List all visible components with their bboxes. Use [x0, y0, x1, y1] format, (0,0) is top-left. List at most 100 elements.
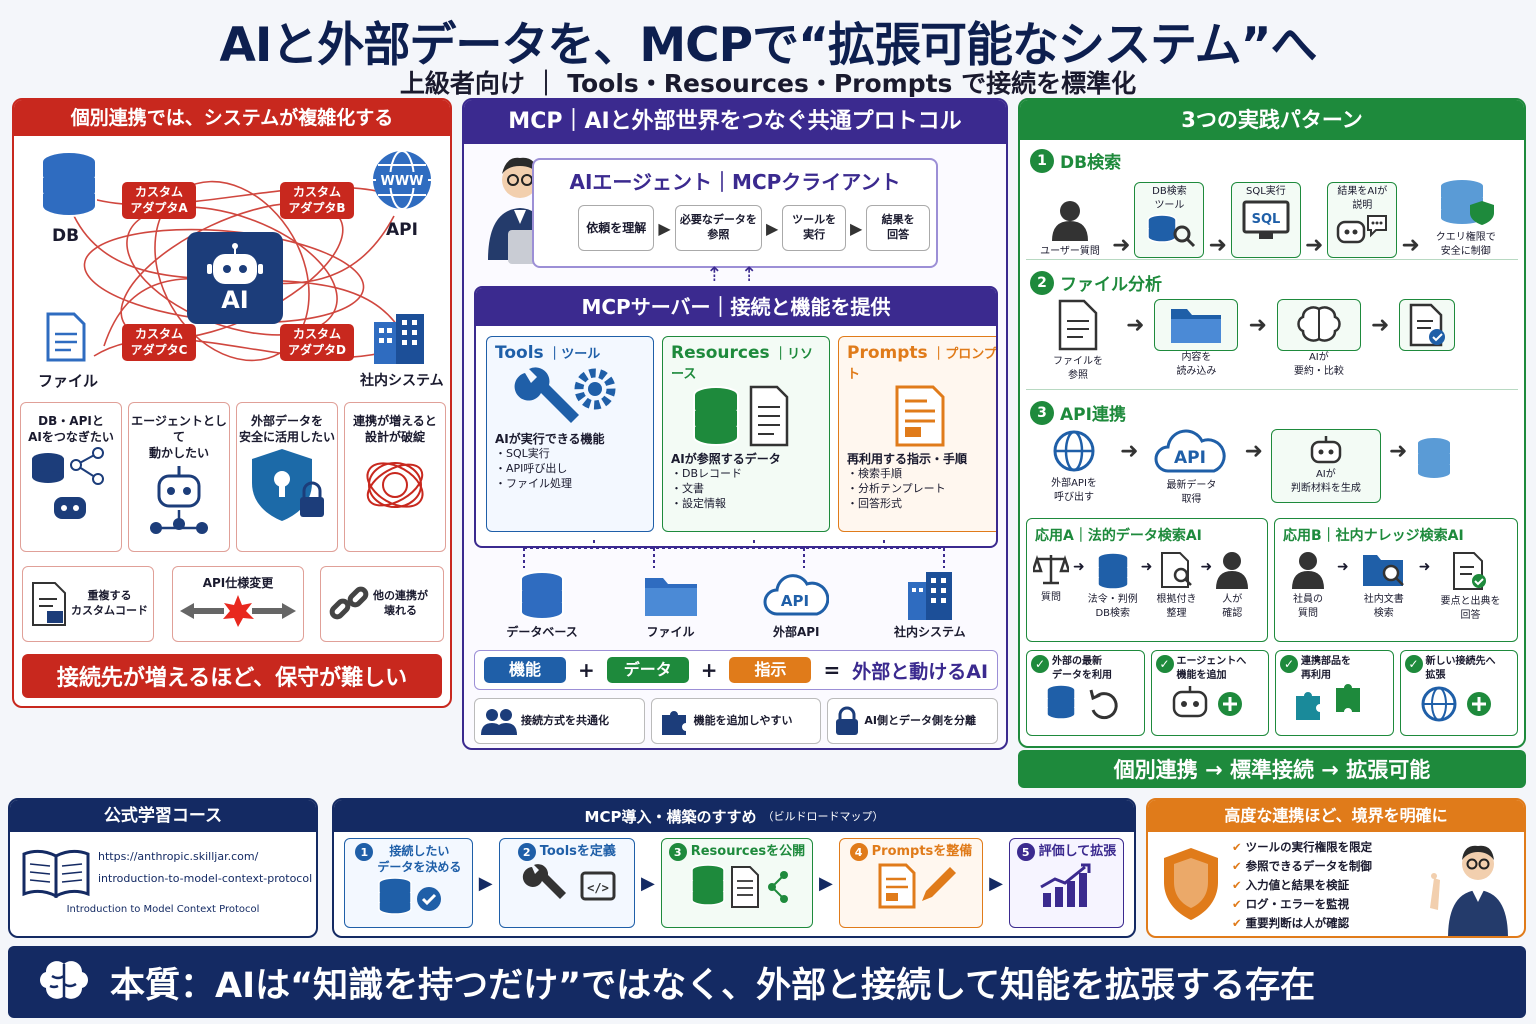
- arrow-right-icon: ▶: [765, 218, 779, 238]
- equation-row: 機能 + データ + 指示 = 外部と動けるAI: [474, 650, 998, 690]
- corp-label: 社内システム: [360, 373, 444, 389]
- course-header: 公式学習コース: [10, 800, 316, 832]
- adapter-a: カスタム アダプタA: [122, 182, 196, 220]
- user-icon: [1292, 552, 1324, 589]
- arrow-right-icon: ➜: [1418, 559, 1431, 575]
- tools-item-2: ・ファイル処理: [495, 476, 572, 490]
- need-connect-text: DB・APIと AIをつなぎたい: [28, 414, 114, 445]
- arrow-right-icon: ➜: [1248, 313, 1267, 338]
- prompt-document-icon: [895, 385, 945, 447]
- growth-chart-icon: [1040, 863, 1091, 907]
- arrow-right-icon: ▶: [478, 872, 493, 894]
- prompts-title: Prompts: [847, 343, 928, 363]
- roadmap-step-4-label: Promptsを整備: [871, 844, 973, 859]
- p3-api-text: API: [1174, 448, 1206, 468]
- svg-text:API: API: [781, 592, 809, 610]
- brain-icon: [1297, 306, 1341, 342]
- code-file-icon: [32, 582, 66, 626]
- appA-step-question: 質問: [1031, 551, 1071, 605]
- p2-step-read: 内容を 読み込み: [1154, 299, 1239, 378]
- tools-item-0: ・SQL実行: [495, 447, 550, 461]
- problem-api-text: API仕様変更: [202, 576, 274, 590]
- ai-robot-block: AI: [187, 232, 283, 324]
- mcp-server-title: MCPサーバー｜接続と機能を提供: [476, 288, 996, 326]
- eq-equals: =: [823, 658, 841, 682]
- benefit-common: 接続方式を共通化: [474, 698, 645, 744]
- p2-step-summarize-label: AIが 要約・比較: [1293, 352, 1344, 377]
- db-doc-share-icon: [691, 864, 788, 908]
- roadmap-header: MCP導入・構築のすすめ（ビルドロードマップ）: [334, 800, 1134, 832]
- resources-heading: Resources ｜リソース: [671, 343, 814, 382]
- appB-step-search-label: 社内文書 検索: [1363, 594, 1404, 619]
- check-add-function: ✓エージェントへ 機能を追加: [1150, 650, 1269, 736]
- robot-chat-icon: [1337, 215, 1388, 244]
- eq-function: 機能: [483, 656, 566, 684]
- svg-text:</>: </>: [587, 881, 609, 895]
- security-item-2: ✔ 入力値と結果を検証: [1232, 876, 1432, 895]
- p1-step-explain: 結果をAIが 説明: [1327, 182, 1398, 258]
- tools-title: Tools: [495, 343, 544, 363]
- problem-dup-code: 重複する カスタムコード: [22, 566, 154, 642]
- p1-step-sql-label: SQL実行: [1245, 186, 1286, 197]
- arrow-right-icon: ▶: [641, 872, 655, 894]
- user-icon: [1052, 200, 1088, 241]
- security-item-0: ✔ ツールの実行権限を限定: [1232, 838, 1432, 857]
- tools-heading: Tools ｜ツール: [495, 343, 601, 363]
- eq-plus-2: +: [700, 658, 718, 682]
- appA-step-organize: 根拠付き 整理: [1154, 551, 1198, 620]
- check-latest-text: 外部の最新 データを利用: [1052, 656, 1112, 681]
- puzzle-icon: [661, 711, 686, 735]
- benefits-row: 接続方式を共通化 機能を追加しやすい AI側とデータ側を分離: [474, 698, 999, 744]
- eq-result: 外部と動けるAI: [852, 660, 989, 683]
- benefit-add-text: 機能を追加しやすい: [693, 713, 793, 727]
- db-lock-icon: [1438, 178, 1494, 226]
- app-b-card: 応用B｜社内ナレッジ検索AI 社員の 質問 ➜ 社内文書 検索 ➜ 要点と出典を…: [1274, 518, 1518, 642]
- arrow-right-icon: ➜: [1120, 439, 1139, 464]
- api-label: API: [386, 220, 418, 240]
- sql-monitor-icon: SQL: [1242, 200, 1290, 239]
- pattern-db-title: DB検索: [1060, 153, 1122, 173]
- robot-agent-icon: [150, 465, 208, 534]
- check-reuse-text: 連携部品を 再利用: [1301, 656, 1351, 681]
- db-network-icon: [32, 447, 104, 520]
- p3-step-judge: AIが 判断材料を生成: [1270, 429, 1381, 503]
- shield-icon: [1164, 848, 1218, 920]
- target-file-label: ファイル: [646, 625, 695, 639]
- arrow-right-icon: ➜: [1112, 233, 1131, 258]
- arrow-right-icon: ▶: [989, 872, 1003, 894]
- check-extend-text: 新しい接続先へ 拡張: [1425, 656, 1496, 681]
- check-icon: ✔: [1232, 897, 1246, 911]
- roadmap-step-5-num: 5: [1016, 843, 1035, 861]
- dotted-connector: [523, 540, 945, 568]
- course-url-1[interactable]: https://anthropic.skilljar.com/: [98, 850, 259, 863]
- folder-icon: [644, 578, 697, 616]
- db-label: DB: [52, 226, 80, 246]
- course-url-2[interactable]: introduction-to-model-context-protocol: [98, 872, 313, 885]
- document-check-icon: [1453, 552, 1487, 590]
- p1-step-secure-label: クエリ権限で 安全に制御: [1435, 232, 1496, 257]
- cloud-api-icon: API: [763, 574, 830, 616]
- folder-icon: [1171, 309, 1222, 343]
- roadmap-step-2-label: Toolsを定義: [539, 844, 616, 859]
- security-item-4-text: 重要判断は人が確認: [1245, 916, 1350, 930]
- database-icon: [520, 571, 565, 620]
- appB-step-answer: 要点と出典を 回答: [1434, 551, 1506, 622]
- check-reuse: ✓連携部品を 再利用: [1275, 650, 1394, 736]
- svg-text:WWW: WWW: [380, 174, 423, 189]
- p2-step-read-label: 内容を 読み込み: [1176, 352, 1217, 377]
- db-check-icon: [378, 877, 442, 916]
- need-card-secure: 外部データを 安全に活用したい: [236, 402, 338, 552]
- course-panel: 公式学習コース https://anthropic.skilljar.com/ …: [8, 798, 318, 938]
- need-card-connect: DB・APIと AIをつなぎたい: [20, 402, 122, 552]
- app-b-title: 応用B｜社内ナレッジ検索AI: [1283, 528, 1464, 544]
- page-subtitle: 上級者向け ｜ Tools・Resources・Prompts で接続を標準化: [399, 69, 1137, 98]
- check-icon: ✓: [1155, 655, 1174, 673]
- globe-plus-icon: [1421, 686, 1491, 722]
- patterns-header: 3つの実践パターン: [1020, 100, 1524, 140]
